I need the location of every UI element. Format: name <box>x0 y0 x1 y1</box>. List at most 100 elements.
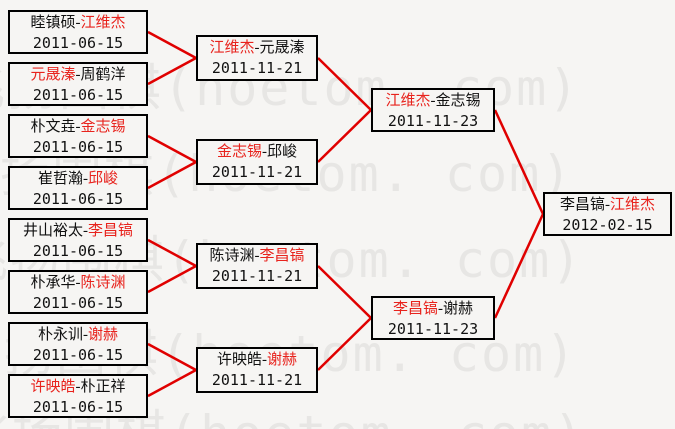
player-name-right: 金志锡 <box>80 119 126 135</box>
player-name-left: 许映皓 <box>216 352 262 368</box>
player-name-left: 陈诗渊 <box>209 248 255 264</box>
name-separator: - <box>75 379 81 395</box>
match-date: 2011-11-21 <box>211 371 303 389</box>
bracket-connector <box>147 368 197 398</box>
player-name-right: 金志锡 <box>435 93 481 109</box>
match-players: 朴承华-陈诗渊 <box>10 273 146 294</box>
match-box-r1-5: 井山裕太-李昌镐 2011-06-15 <box>8 218 148 262</box>
name-separator: - <box>438 301 443 317</box>
name-separator: - <box>75 119 81 135</box>
name-separator: - <box>75 67 81 83</box>
bracket-connector <box>147 160 197 190</box>
player-name-right: 周鹤洋 <box>80 67 126 83</box>
player-name-left: 崔哲瀚 <box>37 171 83 187</box>
name-separator: - <box>262 352 267 368</box>
bracket-connector <box>147 264 197 294</box>
match-players: 李昌镐-谢赫 <box>373 299 493 320</box>
name-separator: - <box>254 40 260 56</box>
player-name-left: 江维杰 <box>385 93 431 109</box>
match-date: 2011-11-23 <box>387 112 479 130</box>
player-name-right: 谢赫 <box>443 301 474 317</box>
player-name-left: 金志锡 <box>216 144 262 160</box>
match-date: 2011-06-15 <box>32 294 124 312</box>
name-separator: - <box>262 144 267 160</box>
player-name-right: 李昌镐 <box>259 248 305 264</box>
name-separator: - <box>430 93 436 109</box>
match-date: 2011-11-21 <box>211 59 303 77</box>
player-name-left: 朴永训 <box>37 327 83 343</box>
bracket-connector <box>147 238 197 268</box>
bracket-connector <box>317 109 372 163</box>
player-name-left: 朴文垚 <box>30 119 76 135</box>
match-box-r1-7: 朴永训-谢赫 2011-06-15 <box>8 322 148 366</box>
player-name-left: 朴承华 <box>30 275 76 291</box>
match-date: 2012-02-15 <box>562 216 653 234</box>
match-box-r1-1: 睦镇硕-江维杰 2011-06-15 <box>8 10 148 54</box>
match-players: 井山裕太-李昌镐 <box>10 221 146 242</box>
match-box-r1-3: 朴文垚-金志锡 2011-06-15 <box>8 114 148 158</box>
bracket-connector <box>317 317 372 371</box>
bracket-connector <box>317 265 372 319</box>
match-players: 陈诗渊-李昌镐 <box>198 246 316 267</box>
match-date: 2011-06-15 <box>32 138 124 156</box>
player-name-right: 邱峻 <box>267 144 298 160</box>
player-name-left: 井山裕太 <box>22 223 83 239</box>
name-separator: - <box>75 15 81 31</box>
player-name-left: 李昌镐 <box>392 301 438 317</box>
match-players: 崔哲瀚-邱峻 <box>10 169 146 190</box>
match-date: 2011-11-23 <box>387 320 479 338</box>
match-date: 2011-06-15 <box>32 242 124 260</box>
player-name-left: 李昌镐 <box>559 197 605 213</box>
name-separator: - <box>75 275 81 291</box>
match-players: 金志锡-邱峻 <box>198 142 316 163</box>
player-name-left: 许映皓 <box>30 379 76 395</box>
match-players: 许映皓-谢赫 <box>198 350 316 371</box>
match-box-sf-1: 江维杰-金志锡 2011-11-23 <box>371 88 495 132</box>
match-box-r1-4: 崔哲瀚-邱峻 2011-06-15 <box>8 166 148 210</box>
match-box-r2-2: 金志锡-邱峻 2011-11-21 <box>196 139 318 185</box>
bracket-connector <box>147 342 197 372</box>
match-players: 许映皓-朴正祥 <box>10 377 146 398</box>
match-date: 2011-06-15 <box>32 190 124 208</box>
bracket-connector <box>147 30 197 60</box>
match-players: 元晟溱-周鹤洋 <box>10 65 146 86</box>
name-separator: - <box>83 327 88 343</box>
match-date: 2011-06-15 <box>32 346 124 364</box>
player-name-right: 江维杰 <box>610 197 656 213</box>
name-separator: - <box>83 223 88 239</box>
bracket-connector <box>147 134 197 164</box>
match-date: 2011-06-15 <box>32 34 124 52</box>
match-date: 2011-11-21 <box>211 267 303 285</box>
player-name-left: 睦镇硕 <box>30 15 76 31</box>
player-name-right: 邱峻 <box>88 171 119 187</box>
match-box-final: 李昌镐-江维杰 2012-02-15 <box>543 192 672 236</box>
bracket-connector <box>147 56 197 86</box>
bracket-connector <box>493 213 545 319</box>
match-box-r2-4: 许映皓-谢赫 2011-11-21 <box>196 347 318 393</box>
match-box-r1-8: 许映皓-朴正祥 2011-06-15 <box>8 374 148 418</box>
match-box-r2-3: 陈诗渊-李昌镐 2011-11-21 <box>196 243 318 289</box>
player-name-right: 朴正祥 <box>80 379 126 395</box>
match-date: 2011-06-15 <box>32 86 124 104</box>
match-players: 朴永训-谢赫 <box>10 325 146 346</box>
match-players: 睦镇硕-江维杰 <box>10 13 146 34</box>
match-players: 江维杰-元晟溱 <box>198 38 316 59</box>
player-name-right: 元晟溱 <box>259 40 305 56</box>
player-name-right: 李昌镐 <box>88 223 134 239</box>
player-name-right: 江维杰 <box>80 15 126 31</box>
bracket-connector <box>493 109 545 215</box>
player-name-right: 谢赫 <box>88 327 119 343</box>
match-box-r2-1: 江维杰-元晟溱 2011-11-21 <box>196 35 318 81</box>
match-box-r1-2: 元晟溱-周鹤洋 2011-06-15 <box>8 62 148 106</box>
match-date: 2011-06-15 <box>32 398 124 416</box>
player-name-left: 江维杰 <box>209 40 255 56</box>
match-box-r1-6: 朴承华-陈诗渊 2011-06-15 <box>8 270 148 314</box>
match-date: 2011-11-21 <box>211 163 303 181</box>
bracket-connector <box>317 57 372 111</box>
match-players: 江维杰-金志锡 <box>373 91 493 112</box>
name-separator: - <box>83 171 88 187</box>
player-name-left: 元晟溱 <box>30 67 76 83</box>
name-separator: - <box>254 248 260 264</box>
